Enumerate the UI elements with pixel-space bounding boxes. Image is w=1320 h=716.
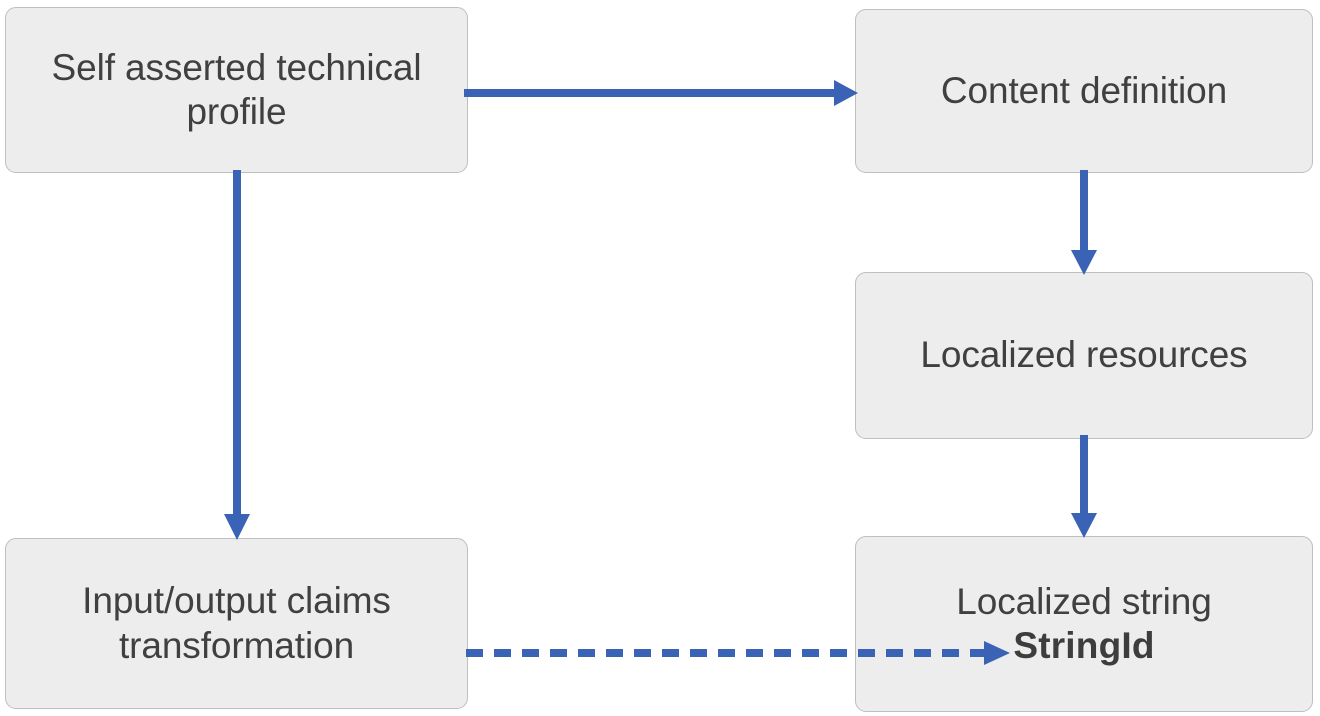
arrowhead-right-icon [984, 641, 1010, 665]
arrowhead-down-icon [1071, 250, 1097, 275]
node-label: Content definition [940, 69, 1228, 111]
connector-content-to-resources [1071, 170, 1097, 275]
node-label: Localized resources [920, 334, 1248, 376]
node-content-definition[interactable]: Content definition [855, 9, 1313, 173]
connector-resources-to-string [1071, 435, 1097, 538]
connector-claims-to-string [466, 641, 1010, 665]
node-self-asserted-technical-profile[interactable]: Self asserted technical profile [5, 7, 468, 173]
node-input-output-claims-transformation[interactable]: Input/output claims transformation [5, 538, 468, 709]
node-label: Localized string [956, 581, 1212, 623]
connector-profile-to-content [464, 80, 858, 106]
connector-profile-to-claims [224, 170, 250, 540]
node-label-stringid: StringId [1013, 625, 1155, 666]
node-localized-resources[interactable]: Localized resources [855, 272, 1313, 439]
node-label: Input/output claims transformation [82, 580, 391, 666]
arrowhead-down-icon [1071, 513, 1097, 538]
arrowhead-down-icon [224, 514, 250, 540]
arrowhead-right-icon [834, 80, 858, 106]
node-label: Self asserted technical profile [51, 46, 422, 132]
